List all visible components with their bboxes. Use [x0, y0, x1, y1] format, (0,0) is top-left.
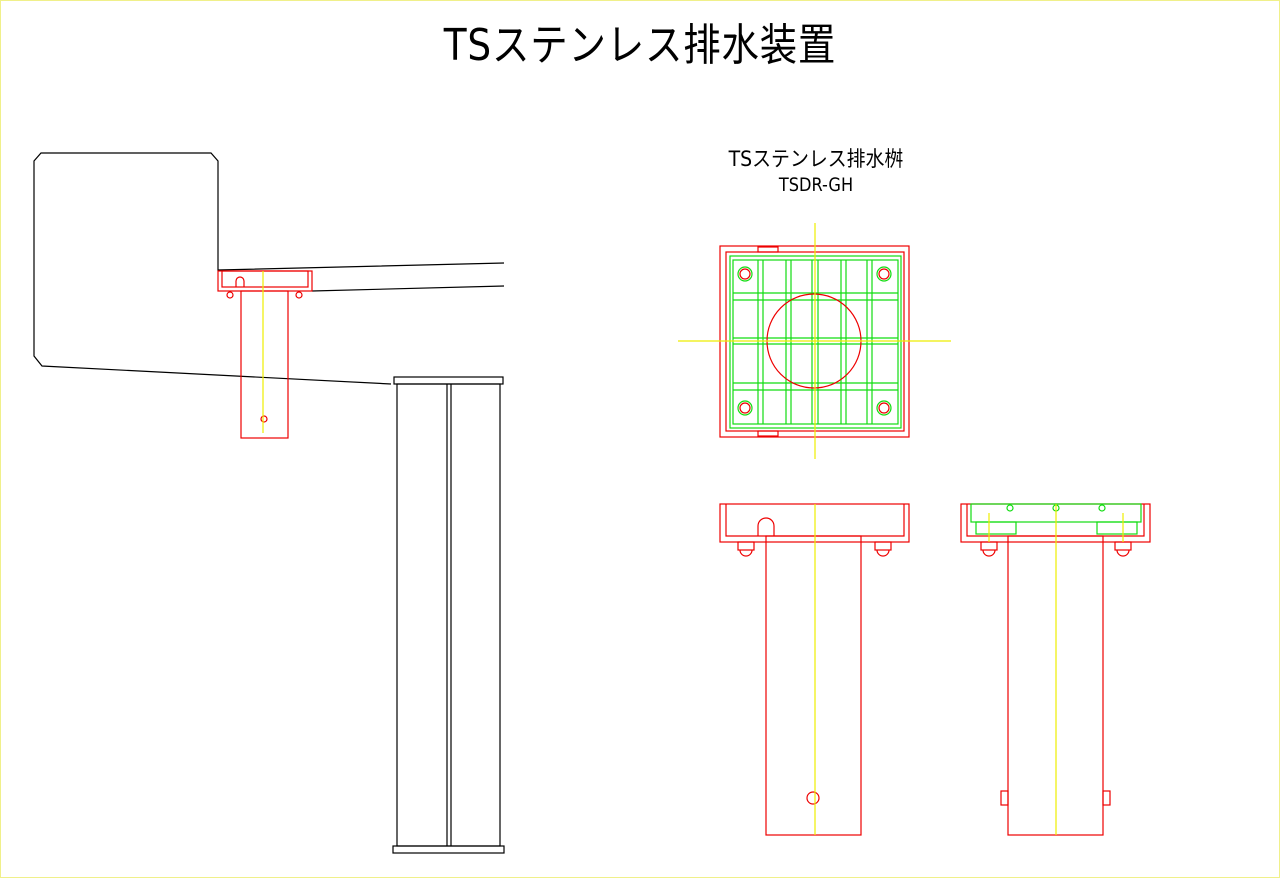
product-name: TSステンレス排水桝 — [728, 147, 904, 171]
steel-column — [392, 376, 505, 854]
drawing-title: TSステンレス排水装置 — [443, 20, 837, 71]
slab-underside-line — [311, 285, 505, 292]
bolt-holes — [737, 266, 892, 416]
plan-view — [678, 223, 951, 459]
side-elevation-view — [960, 503, 1151, 836]
installation-section-view — [33, 152, 505, 854]
drain-unit-side — [217, 270, 313, 439]
concrete-slab-outline — [33, 152, 505, 385]
product-model: TSDR-GH — [778, 174, 854, 196]
front-elevation-view — [719, 503, 910, 836]
